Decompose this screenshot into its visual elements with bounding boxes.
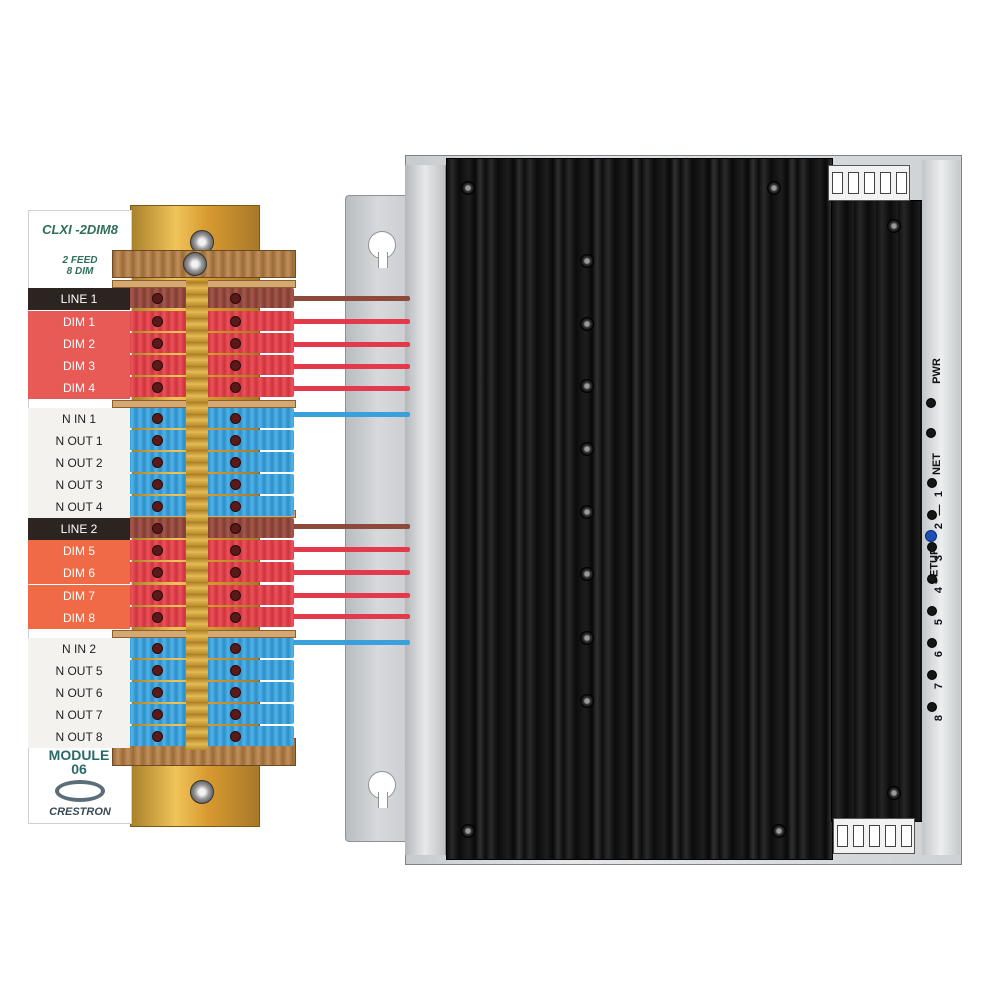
chassis-side-rail	[405, 165, 446, 855]
screw	[580, 442, 594, 456]
module-word: MODULE	[48, 747, 110, 763]
label-n-out-2: N OUT 2	[28, 452, 130, 474]
dim-4-wire	[292, 386, 410, 391]
screw	[461, 181, 475, 195]
dim-6-wire	[292, 570, 410, 575]
label-dim-7: DIM 7	[28, 585, 130, 607]
screw	[580, 317, 594, 331]
crestron-logo-icon	[55, 780, 105, 802]
label-line-1: LINE 1	[28, 288, 130, 310]
status-panel: PWR NET — SETUP	[922, 160, 960, 855]
channel-8-number: 8	[933, 714, 945, 722]
keyhole-slot	[368, 771, 396, 808]
screw	[580, 505, 594, 519]
label-line-2: LINE 2	[28, 518, 130, 540]
n-in-1-wire	[292, 412, 410, 417]
channel-2-led-icon	[927, 510, 937, 520]
channel-5-led-icon	[927, 606, 937, 616]
keyhole-slot	[368, 231, 396, 268]
screw	[580, 694, 594, 708]
label-n-out-7: N OUT 7	[28, 704, 130, 726]
label-n-out-4: N OUT 4	[28, 496, 130, 518]
dim-2-wire	[292, 342, 410, 347]
channel-8-led-icon	[927, 702, 937, 712]
label-dim-2: DIM 2	[28, 333, 130, 355]
line-2-wire	[292, 524, 410, 529]
label-n-out-8: N OUT 8	[28, 726, 130, 748]
net-led-icon	[926, 428, 936, 438]
channel-6-led-icon	[927, 638, 937, 648]
terminal-bus-bar	[186, 280, 208, 750]
channel-5-number: 5	[933, 618, 945, 626]
label-n-out-6: N OUT 6	[28, 682, 130, 704]
label-n-out-5: N OUT 5	[28, 660, 130, 682]
pwr-led-icon	[926, 398, 936, 408]
label-dim-6: DIM 6	[28, 562, 130, 584]
screw	[887, 219, 901, 233]
dim-3-wire	[292, 364, 410, 369]
label-dim-8: DIM 8	[28, 607, 130, 629]
product-subtitle: 2 FEED 8 DIM	[40, 255, 120, 277]
feed-count: 2 FEED	[62, 255, 98, 266]
line-1-wire	[292, 296, 410, 301]
net-label: NET	[931, 453, 943, 475]
brand-name: CRESTRON	[49, 806, 111, 818]
channel-4-led-icon	[927, 574, 937, 584]
label-dim-5: DIM 5	[28, 540, 130, 562]
label-n-out-1: N OUT 1	[28, 430, 130, 452]
channel-1-led-icon	[927, 478, 937, 488]
screw	[580, 254, 594, 268]
dim-8-wire	[292, 614, 410, 619]
dim-5-wire	[292, 547, 410, 552]
channel-1-number: 1	[933, 490, 945, 498]
screw	[580, 379, 594, 393]
channel-4-number: 4	[933, 586, 945, 594]
network-connector-top[interactable]	[828, 165, 910, 201]
dim-count: 8 DIM	[66, 266, 94, 277]
label-dim-4: DIM 4	[28, 377, 130, 399]
screw	[461, 824, 475, 838]
control-strip	[831, 200, 923, 822]
screw	[580, 631, 594, 645]
channel-7-led-icon	[927, 670, 937, 680]
label-n-in-2: N IN 2	[28, 638, 130, 660]
rail-screw	[190, 780, 214, 804]
n-in-2-wire	[292, 640, 410, 645]
label-n-in-1: N IN 1	[28, 408, 130, 430]
channel-6-number: 6	[933, 650, 945, 658]
label-dim-3: DIM 3	[28, 355, 130, 377]
network-connector-bottom[interactable]	[833, 818, 915, 854]
screw	[767, 181, 781, 195]
channel-2-number: 2	[933, 522, 945, 530]
pwr-label: PWR	[930, 358, 943, 384]
rail-screw	[183, 252, 207, 276]
setup-button[interactable]	[925, 530, 937, 542]
dim-7-wire	[292, 593, 410, 598]
channel-3-number: 3	[933, 554, 945, 562]
channel-7-number: 7	[933, 682, 945, 690]
screw	[887, 786, 901, 800]
label-n-out-3: N OUT 3	[28, 474, 130, 496]
dim-1-wire	[292, 319, 410, 324]
product-name: CLXI -2DIM8	[42, 222, 118, 237]
module-number: 06	[71, 761, 87, 777]
screw	[580, 567, 594, 581]
module-label: MODULE 06	[30, 748, 128, 776]
label-dim-1: DIM 1	[28, 311, 130, 333]
channel-3-led-icon	[927, 542, 937, 552]
screw	[772, 824, 786, 838]
heatsink	[446, 158, 833, 860]
